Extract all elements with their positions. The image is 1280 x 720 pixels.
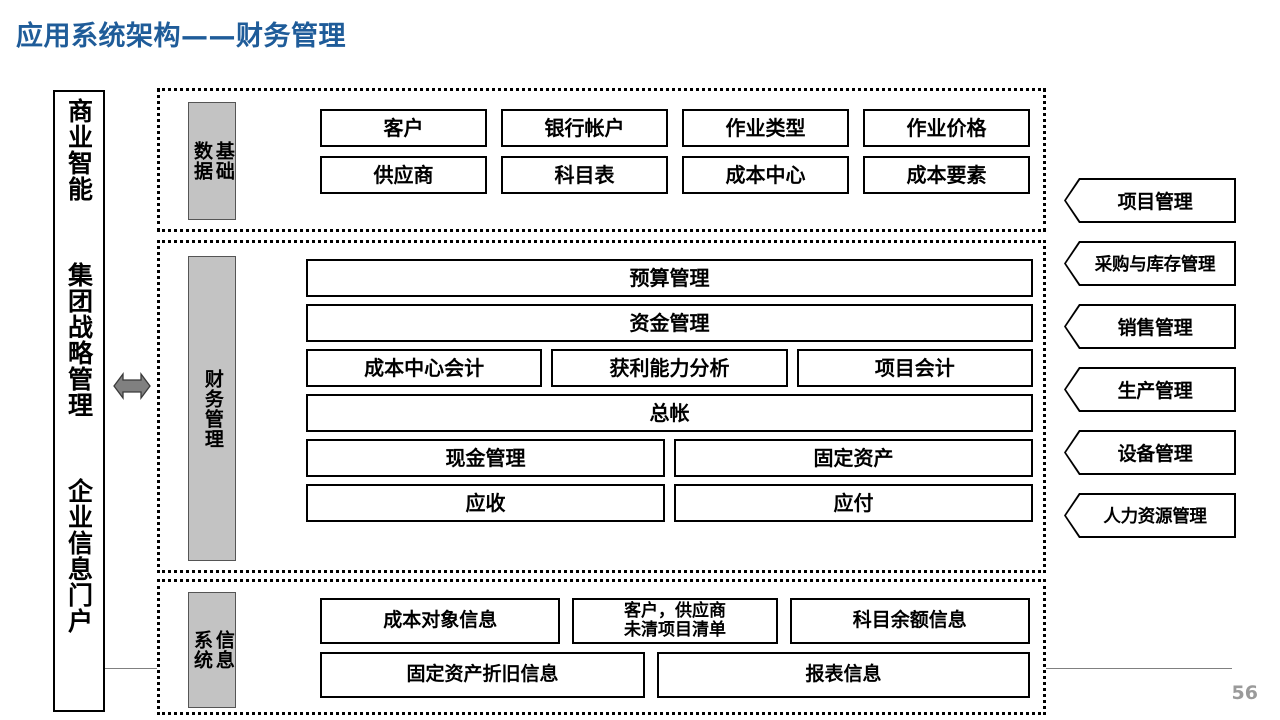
left-vertical-pillar: 商业智能 集团战略管理 企业信息门户: [53, 90, 105, 712]
chevron-inner: 设备管理: [1066, 432, 1234, 473]
chevron-inner: 生产管理: [1066, 369, 1234, 410]
right-module-list: 项目管理 采购与库存管理 销售管理 生产管理 设备管理 人力资源管理: [1064, 178, 1236, 538]
module-box-bank-account[interactable]: 银行帐户: [501, 109, 668, 147]
chevron-inner: 采购与库存管理: [1066, 243, 1234, 284]
information-row-1: 成本对象信息 客户，供应商 未清项目清单 科目余额信息: [320, 598, 1030, 644]
basic-data-row-2: 供应商 科目表 成本中心 成本要素: [320, 156, 1030, 194]
chevron-label: 采购与库存管理: [1094, 255, 1216, 275]
section-label-information-system-text: 信息 系统: [191, 630, 235, 670]
section-label-basic-data-text: 基础 数据: [191, 141, 235, 181]
information-row-2: 固定资产折旧信息 报表信息: [320, 652, 1030, 698]
financial-management-grid: 预算管理 资金管理 成本中心会计 获利能力分析 项目会计 总帐 现金管理 固定资…: [306, 259, 1033, 522]
page-title: 应用系统架构——财务管理: [16, 21, 346, 52]
financial-row-6: 应收 应付: [306, 484, 1033, 522]
module-box-supplier[interactable]: 供应商: [320, 156, 487, 194]
section-information-system: 信息 系统 成本对象信息 客户，供应商 未清项目清单 科目余额信息 固定资产折旧…: [157, 579, 1046, 715]
module-box-asset-depreciation-info[interactable]: 固定资产折旧信息: [320, 652, 645, 698]
module-box-customer[interactable]: 客户: [320, 109, 487, 147]
chevron-inner: 人力资源管理: [1066, 495, 1234, 536]
module-box-open-items-list[interactable]: 客户，供应商 未清项目清单: [572, 598, 778, 644]
chevron-procurement-inventory-management[interactable]: 采购与库存管理: [1064, 241, 1236, 286]
section-basic-data: 基础 数据 客户 银行帐户 作业类型 作业价格 供应商 科目表 成本中心 成本要…: [157, 88, 1046, 232]
basic-data-row-1: 客户 银行帐户 作业类型 作业价格: [320, 109, 1030, 147]
financial-row-4: 总帐: [306, 394, 1033, 432]
module-box-cash-management[interactable]: 现金管理: [306, 439, 665, 477]
module-box-profitability-analysis[interactable]: 获利能力分析: [551, 349, 788, 387]
financial-row-1: 预算管理: [306, 259, 1033, 297]
chevron-human-resource-management[interactable]: 人力资源管理: [1064, 493, 1236, 538]
chevron-label: 人力资源管理: [1103, 507, 1207, 527]
section-label-financial-management: 财务管理: [188, 256, 236, 561]
module-box-accounts-payable[interactable]: 应付: [674, 484, 1033, 522]
module-box-project-accounting[interactable]: 项目会计: [796, 349, 1033, 387]
financial-row-3: 成本中心会计 获利能力分析 项目会计: [306, 349, 1033, 387]
section-label-basic-data: 基础 数据: [188, 102, 236, 220]
module-box-general-ledger[interactable]: 总帐: [306, 394, 1033, 432]
basic-data-grid: 客户 银行帐户 作业类型 作业价格 供应商 科目表 成本中心 成本要素: [320, 109, 1030, 194]
module-box-cost-object-info[interactable]: 成本对象信息: [320, 598, 561, 644]
module-box-cost-center-accounting[interactable]: 成本中心会计: [306, 349, 543, 387]
financial-row-5: 现金管理 固定资产: [306, 439, 1033, 477]
information-system-grid: 成本对象信息 客户，供应商 未清项目清单 科目余额信息 固定资产折旧信息 报表信…: [320, 598, 1030, 698]
module-box-activity-type[interactable]: 作业类型: [682, 109, 849, 147]
bidirectional-arrow-icon: [113, 368, 151, 404]
module-box-report-info[interactable]: 报表信息: [656, 652, 1030, 698]
module-box-budget-management[interactable]: 预算管理: [306, 259, 1033, 297]
connector-line-left: [105, 668, 158, 669]
chevron-equipment-management[interactable]: 设备管理: [1064, 430, 1236, 475]
chevron-inner: 销售管理: [1066, 306, 1234, 347]
section-label-financial-management-text: 财务管理: [201, 368, 224, 449]
module-box-accounts-receivable[interactable]: 应收: [306, 484, 665, 522]
chevron-sales-management[interactable]: 销售管理: [1064, 304, 1236, 349]
module-box-activity-price[interactable]: 作业价格: [863, 109, 1030, 147]
chevron-label: 销售管理: [1117, 317, 1193, 339]
chevron-label: 设备管理: [1117, 443, 1193, 465]
chevron-label: 生产管理: [1117, 380, 1193, 402]
module-box-cost-element[interactable]: 成本要素: [863, 156, 1030, 194]
section-label-information-system: 信息 系统: [188, 592, 236, 708]
connector-line-right: [1046, 668, 1232, 669]
module-box-treasury-management[interactable]: 资金管理: [306, 304, 1033, 342]
chevron-inner: 项目管理: [1066, 180, 1234, 221]
module-box-chart-of-accounts[interactable]: 科目表: [501, 156, 668, 194]
module-box-cost-center[interactable]: 成本中心: [682, 156, 849, 194]
module-box-account-balance-info[interactable]: 科目余额信息: [789, 598, 1030, 644]
left-pillar-label: 商业智能 集团战略管理 企业信息门户: [64, 98, 94, 634]
chevron-project-management[interactable]: 项目管理: [1064, 178, 1236, 223]
chevron-production-management[interactable]: 生产管理: [1064, 367, 1236, 412]
module-box-fixed-assets[interactable]: 固定资产: [674, 439, 1033, 477]
financial-row-2: 资金管理: [306, 304, 1033, 342]
page-number: 56: [1231, 682, 1258, 704]
section-financial-management: 财务管理 预算管理 资金管理 成本中心会计 获利能力分析 项目会计 总帐 现金管…: [157, 240, 1046, 573]
chevron-label: 项目管理: [1117, 191, 1193, 213]
